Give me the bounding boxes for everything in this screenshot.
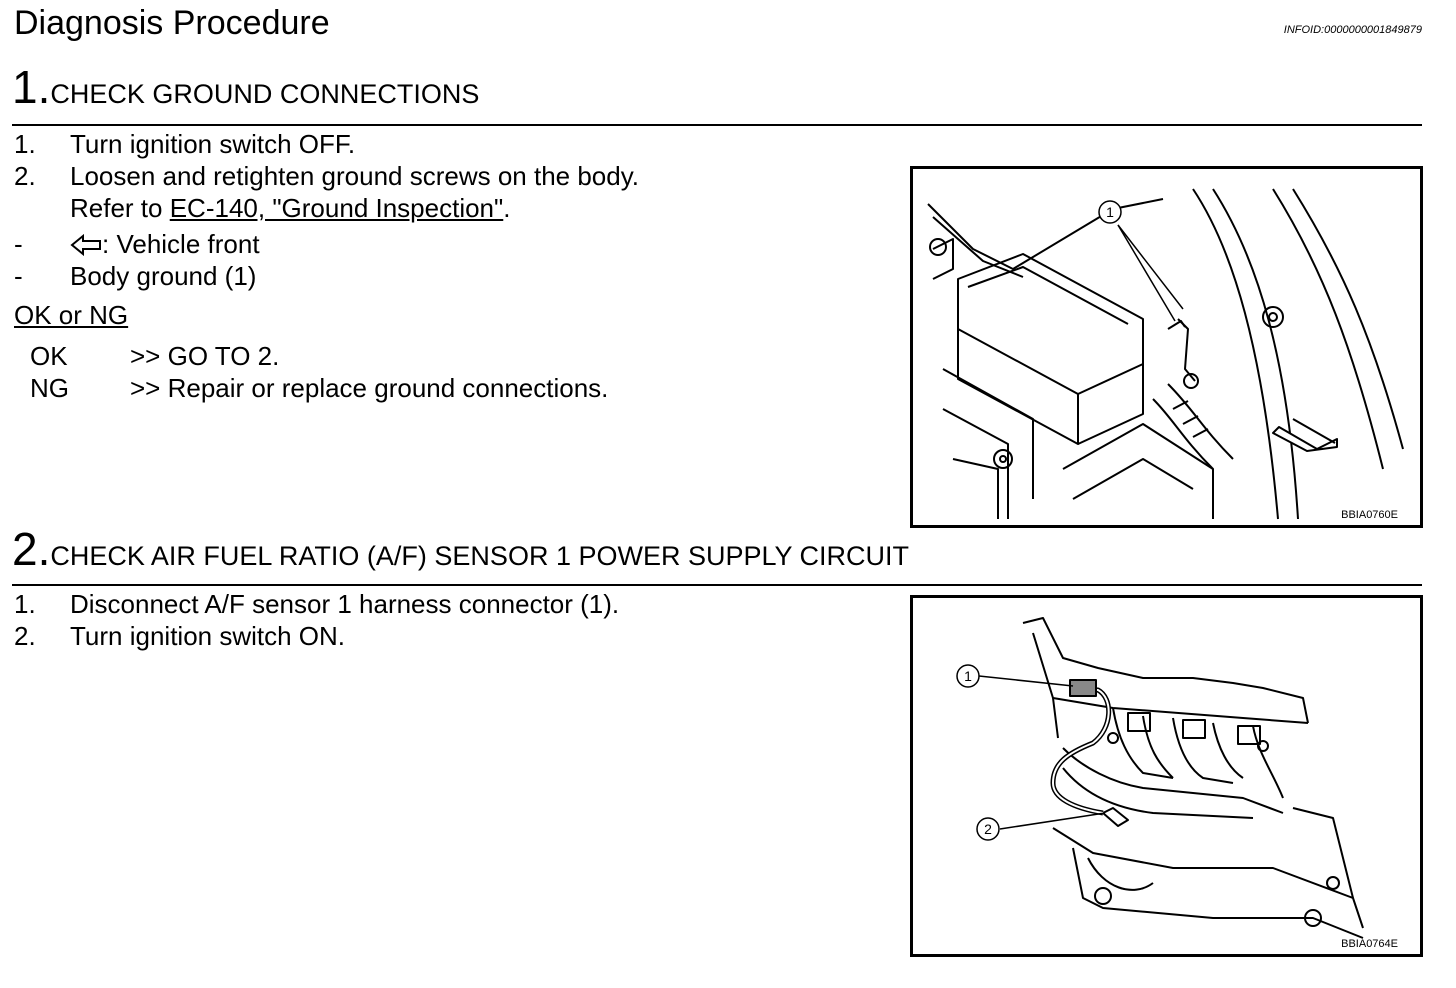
step-2-title: CHECK AIR FUEL RATIO (A/F) SENSOR 1 POWE… [50, 541, 910, 571]
callout-1-circle [1098, 200, 1122, 224]
note-item: -: Vehicle front [14, 229, 260, 259]
list-item: 1.Disconnect A/F sensor 1 harness connec… [14, 589, 620, 619]
refer-line: Refer to EC-140, "Ground Inspection". [70, 193, 511, 223]
list-item: 2.Turn ignition switch ON. [14, 621, 346, 651]
arrow-left-icon [70, 234, 101, 256]
list-item: 2.Loosen and retighten ground screws on … [14, 161, 640, 191]
figure-code: BBIA0764E [1341, 938, 1398, 950]
callout-2-label: 2 [984, 821, 992, 837]
callout-2-circle [976, 817, 1000, 841]
exhaust-manifold-illustration: 1 2 [956, 617, 1364, 939]
page-title: Diagnosis Procedure [14, 4, 330, 42]
step-1-number: 1. [12, 61, 51, 113]
step-2-divider [12, 584, 1422, 586]
step-1-instructions: 1.Turn ignition switch OFF. 2.Loosen and… [14, 128, 639, 292]
ground-inspection-link[interactable]: EC-140, "Ground Inspection" [169, 193, 504, 223]
list-item: 1.Turn ignition switch OFF. [14, 129, 356, 159]
figure-ground-location: 1 BBIA0760E [910, 166, 1423, 528]
callout-1-label: 1 [1106, 204, 1114, 220]
step-1-results: OK>> GO TO 2. NG>> Repair or replace gro… [30, 340, 608, 404]
step-1-divider [12, 124, 1422, 126]
note-item: -Body ground (1) [14, 261, 257, 291]
info-id: INFOID:0000000001849879 [1283, 24, 1422, 36]
result-ok: OK>> GO TO 2. [30, 341, 280, 371]
ok-or-ng-label: OK or NG [14, 300, 129, 330]
step-2-number: 2. [12, 523, 51, 575]
figure-code: BBIA0760E [1341, 509, 1398, 521]
step-1-heading: 1.CHECK GROUND CONNECTIONS [12, 64, 479, 110]
step-2-instructions: 1.Disconnect A/F sensor 1 harness connec… [14, 588, 619, 652]
result-ng: NG>> Repair or replace ground connection… [30, 373, 609, 403]
engine-bay-illustration: 1 [927, 188, 1404, 520]
step-2-heading: 2.CHECK AIR FUEL RATIO (A/F) SENSOR 1 PO… [12, 526, 909, 572]
callout-1-circle [956, 664, 980, 688]
figure-af-sensor-location: 1 2 BBIA0764E [910, 595, 1423, 957]
step-1-title: CHECK GROUND CONNECTIONS [50, 79, 480, 109]
callout-1-label: 1 [964, 668, 972, 684]
